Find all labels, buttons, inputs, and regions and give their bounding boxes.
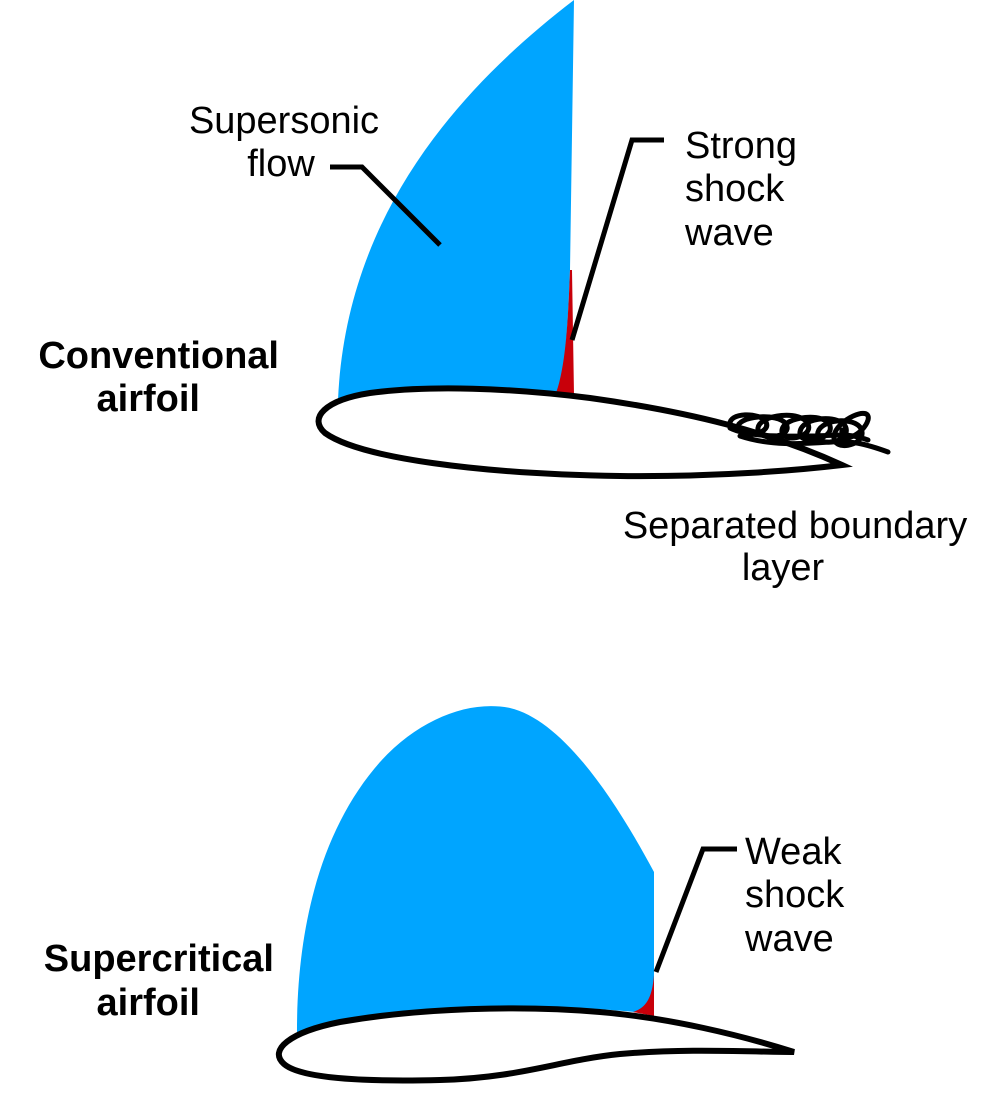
supercritical-title-line1: Supercritical [44,938,274,980]
strong-shock-label-line3: wave [684,212,774,254]
strong-shock-label-line1: Strong [685,125,797,167]
supersonic-flow-label-line1: Supersonic [189,100,379,142]
conventional-title-line2: airfoil [97,378,200,420]
supercritical-airfoil-outline [275,1005,795,1084]
separated-boundary-label-line1: Separated boundary [623,505,967,547]
weak-shock-label-line1: Weak [745,831,842,873]
weak-shock-label-line2: shock [745,874,845,916]
strong-shock-leader [569,137,664,341]
conventional-title-line1: Conventional [38,335,279,377]
supersonic-flow-leader [330,164,442,247]
supercritical-section: Supercritical airfoil Weak shock wave [44,706,845,1084]
conventional-strong-shock [556,270,574,395]
supersonic-flow-label-line2: flow [247,143,315,185]
separated-boundary-layer-swirl [727,410,891,455]
separated-boundary-label-line2: layer [742,547,825,589]
weak-shock-leader [653,846,737,973]
supercritical-title-line2: airfoil [97,982,200,1024]
conventional-supersonic-region [338,0,574,400]
conventional-section: Conventional airfoil Supersonic flow Str… [38,0,967,589]
supercritical-weak-shock [633,975,654,1016]
strong-shock-label-line2: shock [685,168,785,210]
supercritical-supersonic-region [296,706,654,1038]
conventional-airfoil-outline [315,385,853,480]
weak-shock-label-line3: wave [744,918,834,960]
